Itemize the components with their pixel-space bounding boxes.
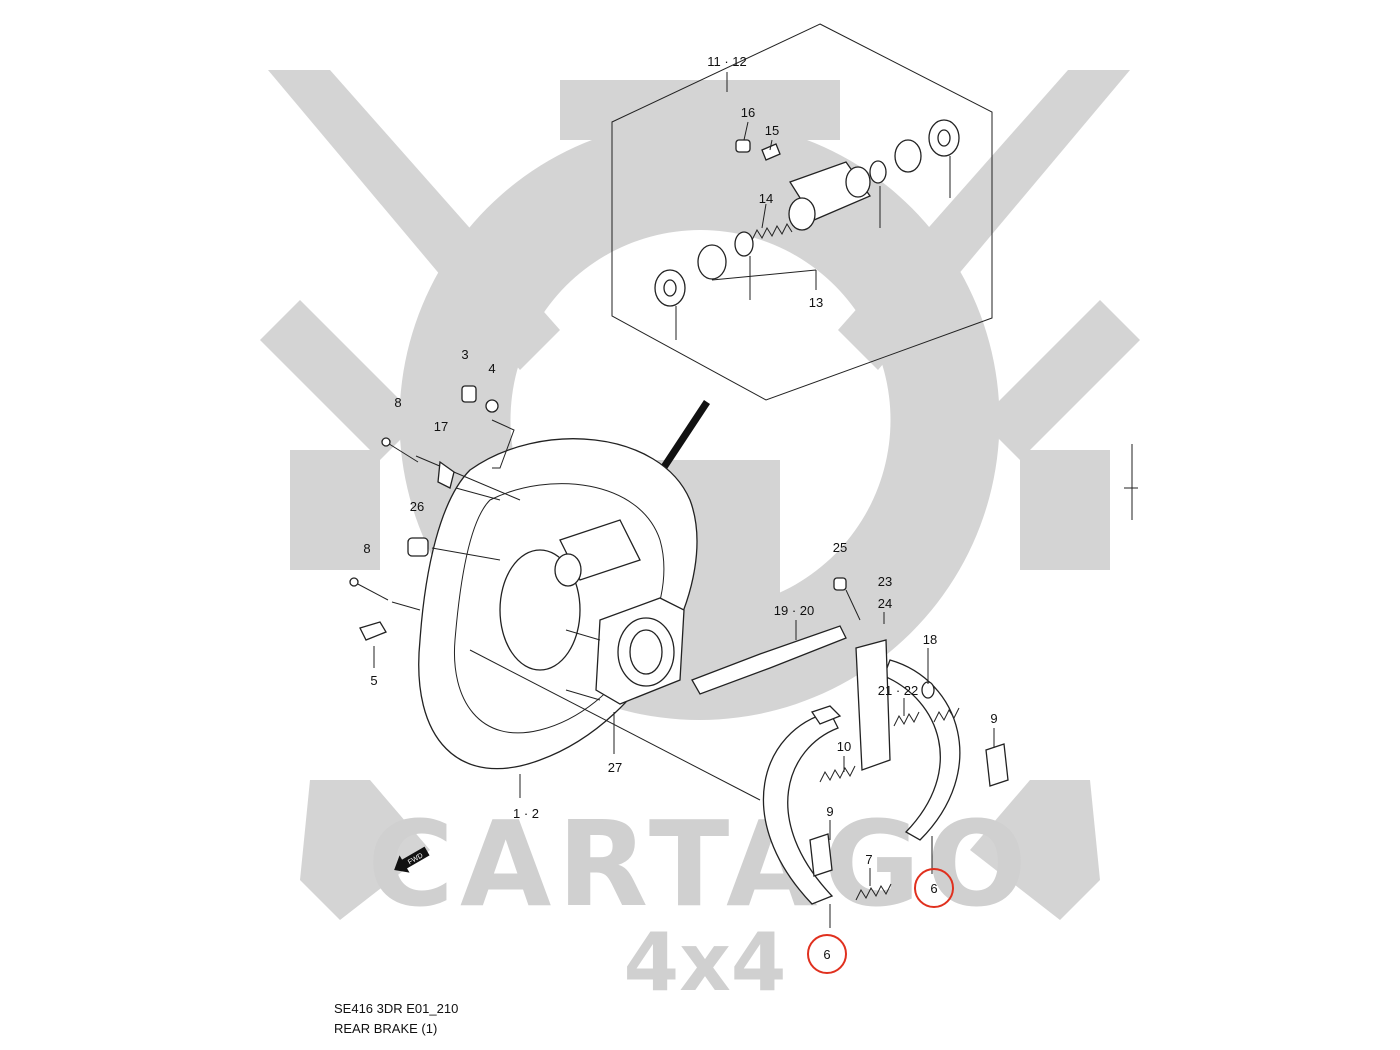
callout-1-2: 1 · 2 bbox=[513, 806, 539, 821]
callout-26: 26 bbox=[410, 499, 424, 514]
backing-plate bbox=[418, 438, 698, 770]
watermark-brand: CARTAGO bbox=[367, 795, 1032, 933]
wheel-cylinder-inset bbox=[611, 23, 993, 401]
callout-16: 16 bbox=[741, 105, 755, 120]
callout-19-20: 19 · 20 bbox=[774, 603, 814, 618]
callout-7: 7 bbox=[865, 852, 872, 867]
callout-18: 18 bbox=[923, 632, 937, 647]
callout-6-left: 6 bbox=[823, 947, 830, 962]
callout-8-upper: 8 bbox=[394, 395, 401, 410]
callout-25: 25 bbox=[833, 540, 847, 555]
callout-10: 10 bbox=[837, 739, 851, 754]
shoe-leaders bbox=[795, 444, 1138, 928]
callout-3: 3 bbox=[461, 347, 468, 362]
callout-8-lower: 8 bbox=[363, 541, 370, 556]
small-parts-left bbox=[349, 385, 499, 641]
callout-4: 4 bbox=[488, 361, 495, 376]
callout-11-12: 11 · 12 bbox=[707, 54, 747, 69]
callout-14: 14 bbox=[759, 191, 773, 206]
callout-9-left: 9 bbox=[826, 804, 833, 819]
highlight-circle-left bbox=[807, 934, 847, 974]
diagram-code: SE416 3DR E01_210 bbox=[334, 1001, 459, 1016]
highlight-circle-right bbox=[914, 868, 954, 908]
callout-23: 23 bbox=[878, 574, 892, 589]
callout-5: 5 bbox=[370, 673, 377, 688]
watermark-logo bbox=[260, 70, 1140, 920]
callout-27: 27 bbox=[608, 760, 622, 775]
callout-15: 15 bbox=[765, 123, 779, 138]
callout-13: 13 bbox=[809, 295, 823, 310]
plate-leaders bbox=[373, 419, 761, 801]
callout-6-right: 6 bbox=[930, 881, 937, 896]
brake-shoes bbox=[691, 577, 1009, 905]
callout-24: 24 bbox=[878, 596, 892, 611]
callout-9-right: 9 bbox=[990, 711, 997, 726]
diagram-title: REAR BRAKE (1) bbox=[334, 1021, 438, 1036]
watermark-sub: 4x4 bbox=[624, 916, 787, 1009]
callout-17: 17 bbox=[434, 419, 448, 434]
callout-21-22: 21 · 22 bbox=[878, 683, 918, 698]
